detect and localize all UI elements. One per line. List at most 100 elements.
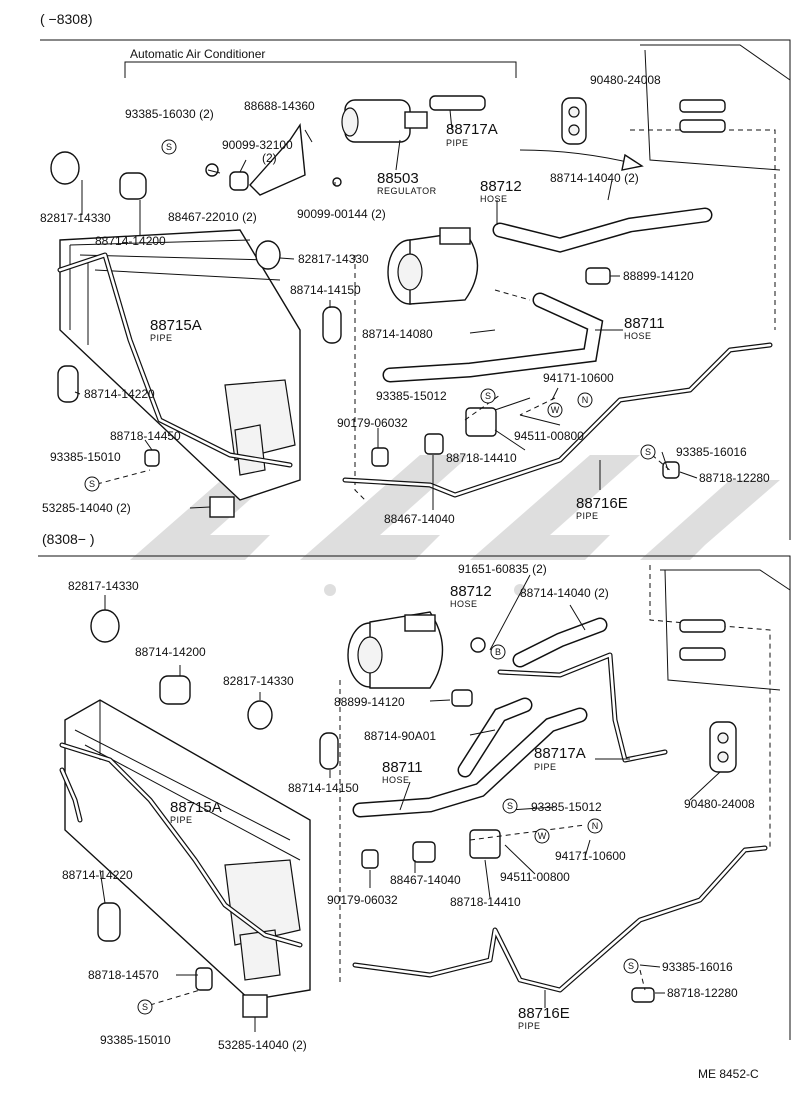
label-93385-15010-bottom: 93385-15010 (100, 1033, 171, 1047)
label-88714-14200: 88714-14200 (95, 234, 166, 248)
cushion-88714-14150 (322, 306, 342, 344)
label-88717A-sub: PIPE (446, 138, 469, 148)
label-90099-00144: 90099-00144 (2) (297, 207, 386, 221)
label-88714-14150: 88714-14150 (290, 283, 361, 297)
section-top: ( −8308) Automatic Air Conditioner (40, 11, 791, 540)
label-88711-sub: HOSE (624, 331, 652, 341)
label-88718-14570: 88718-14570 (88, 968, 159, 982)
section-bottom-range: (8308− ) (42, 531, 95, 547)
cushion-53285-bottom (242, 994, 268, 1018)
bolt-91651 (470, 637, 486, 653)
label-90480-24008: 90480-24008 (590, 73, 661, 87)
label-88716E-bottom: 88716E (518, 1005, 570, 1022)
evaporator-unit-bottom (660, 569, 791, 691)
label-88467-22010: 88467-22010 (2) (168, 210, 257, 224)
label-82817-14330-b: 82817-14330 (298, 252, 369, 266)
label-88714-14080: 88714-14080 (362, 327, 433, 341)
label-93385-16016-bottom: 93385-16016 (662, 960, 733, 974)
cushion-88714-14220-bottom (97, 902, 121, 942)
clamp-88718-14570 (195, 967, 213, 991)
symbol-s-93385-15010-bottom: S (137, 999, 153, 1015)
grommet-90179-bottom (361, 849, 379, 869)
cushion-88714-14200 (119, 172, 147, 200)
label-88718-14450: 88718-14450 (110, 429, 181, 443)
label-88716E-sub: PIPE (576, 511, 599, 521)
cushion-82817-top-b (255, 240, 281, 270)
clamp-88718-14410 (465, 407, 497, 437)
label-88899-14120-bottom: 88899-14120 (334, 695, 405, 709)
label-88714-14150-bottom: 88714-14150 (288, 781, 359, 795)
label-88718-12280: 88718-12280 (699, 471, 770, 485)
label-88718-14410-bottom: 88718-14410 (450, 895, 521, 909)
symbol-w-94511: W (547, 402, 563, 418)
symbol-s-93385-15012-bottom: S (502, 798, 518, 814)
label-91651-60835: 91651-60835 (2) (458, 562, 547, 576)
cushion-90099-32100 (229, 171, 249, 191)
label-88718-14410: 88718-14410 (446, 451, 517, 465)
section-top-range: ( −8308) (40, 11, 93, 27)
clamp-88899-14120 (585, 267, 611, 285)
pipe-88717a-fitting (429, 95, 486, 111)
label-93385-15012-bottom: 93385-15012 (531, 800, 602, 814)
svg-text:W: W (551, 405, 560, 415)
bolt-90099-00144 (332, 177, 342, 187)
bracket-90480 (561, 97, 587, 145)
label-94171-10600: 94171-10600 (543, 371, 614, 385)
bracket-88688 (249, 122, 306, 196)
label-88717A-bottom-sub: PIPE (534, 762, 557, 772)
grommet-90179 (371, 447, 389, 467)
clamp-88718-12280-bottom (631, 987, 655, 1003)
clamp-88718-12280 (662, 461, 680, 479)
label-90480-24008-bottom: 90480-24008 (684, 797, 755, 811)
label-93385-16030: 93385-16030 (2) (125, 107, 214, 121)
label-88714-14220-bottom: 88714-14220 (62, 868, 133, 882)
label-53285-14040: 53285-14040 (2) (42, 501, 131, 515)
label-88899-14120: 88899-14120 (623, 269, 694, 283)
svg-text:B: B (495, 647, 501, 657)
svg-text:S: S (507, 801, 513, 811)
label-88712-sub: HOSE (480, 194, 508, 204)
cushion-82817-bottom-b (247, 700, 273, 730)
label-88503: 88503 (377, 170, 419, 187)
label-88467-14040-bottom: 88467-14040 (390, 873, 461, 887)
label-88717A-bottom: 88717A (534, 745, 586, 762)
clamp-88899-14120-bottom (451, 689, 473, 707)
switch-88467-14040 (424, 433, 444, 455)
cushion-88714-14150-bottom (319, 732, 339, 770)
switch-88467-14040-bottom (412, 841, 436, 863)
compressor-bottom (347, 611, 444, 689)
label-88712-bottom-sub: HOSE (450, 599, 478, 609)
cushion-88714-14220 (57, 365, 79, 403)
bracket-90480-bottom (709, 721, 737, 773)
label-90179-06032-bottom: 90179-06032 (327, 893, 398, 907)
regulator (341, 99, 428, 143)
label-88717A: 88717A (446, 121, 498, 138)
label-88467-14040: 88467-14040 (384, 512, 455, 526)
section-top-title: Automatic Air Conditioner (130, 47, 265, 61)
label-82817-14330-d: 82817-14330 (223, 674, 294, 688)
cushion-53285 (209, 496, 235, 518)
label-88718-12280-bottom: 88718-12280 (667, 986, 738, 1000)
cushion-82817-top-a (50, 151, 80, 185)
label-88688-14360: 88688-14360 (244, 99, 315, 113)
svg-text:S: S (89, 479, 95, 489)
svg-text:W: W (538, 831, 547, 841)
label-88714-14220: 88714-14220 (84, 387, 155, 401)
label-88715A-sub: PIPE (150, 333, 173, 343)
label-88714-14200-bottom: 88714-14200 (135, 645, 206, 659)
symbol-s-93385-16016: S (640, 444, 656, 460)
label-94511-00800: 94511-00800 (514, 429, 584, 443)
label-93385-15012: 93385-15012 (376, 389, 447, 403)
label-90099-32100-qty: (2) (262, 151, 277, 165)
label-82817-14330-a: 82817-14330 (40, 211, 111, 225)
symbol-w-94511-bottom: W (534, 828, 550, 844)
cushion-82817-bottom-a (90, 609, 120, 643)
label-88712: 88712 (480, 178, 522, 195)
symbol-s-93385-16016-bottom: S (623, 958, 639, 974)
label-53285-14040-bottom: 53285-14040 (2) (218, 1038, 307, 1052)
section-bottom: (8308− ) (38, 531, 791, 1052)
svg-text:N: N (582, 395, 589, 405)
label-88715A: 88715A (150, 317, 202, 334)
label-88714-90A01: 88714-90A01 (364, 729, 436, 743)
